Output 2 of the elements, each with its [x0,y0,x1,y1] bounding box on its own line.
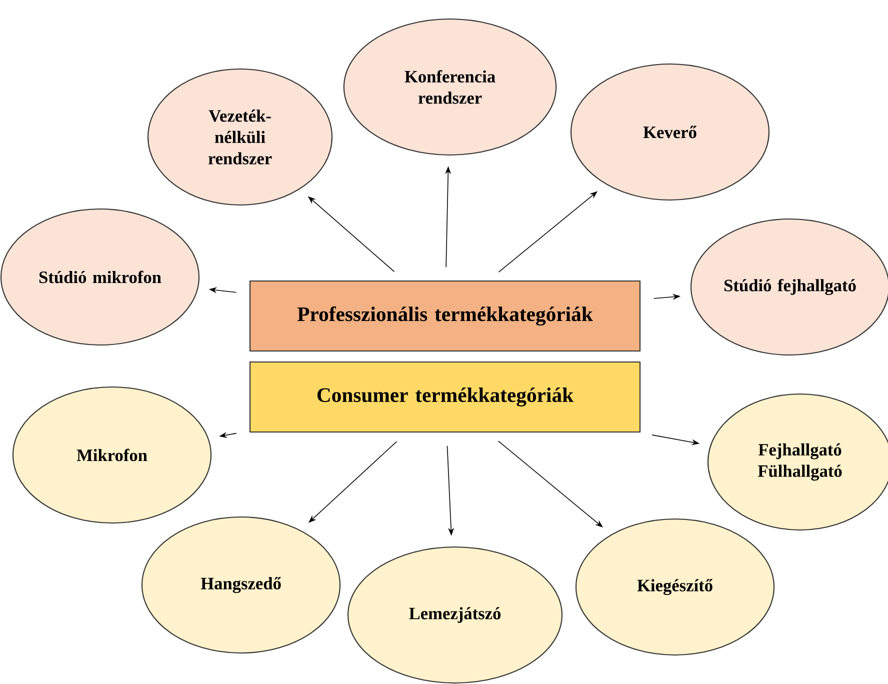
category-box: Consumer termékkategóriák [249,361,641,433]
category-box: Professzionális termékkategóriák [249,280,641,352]
